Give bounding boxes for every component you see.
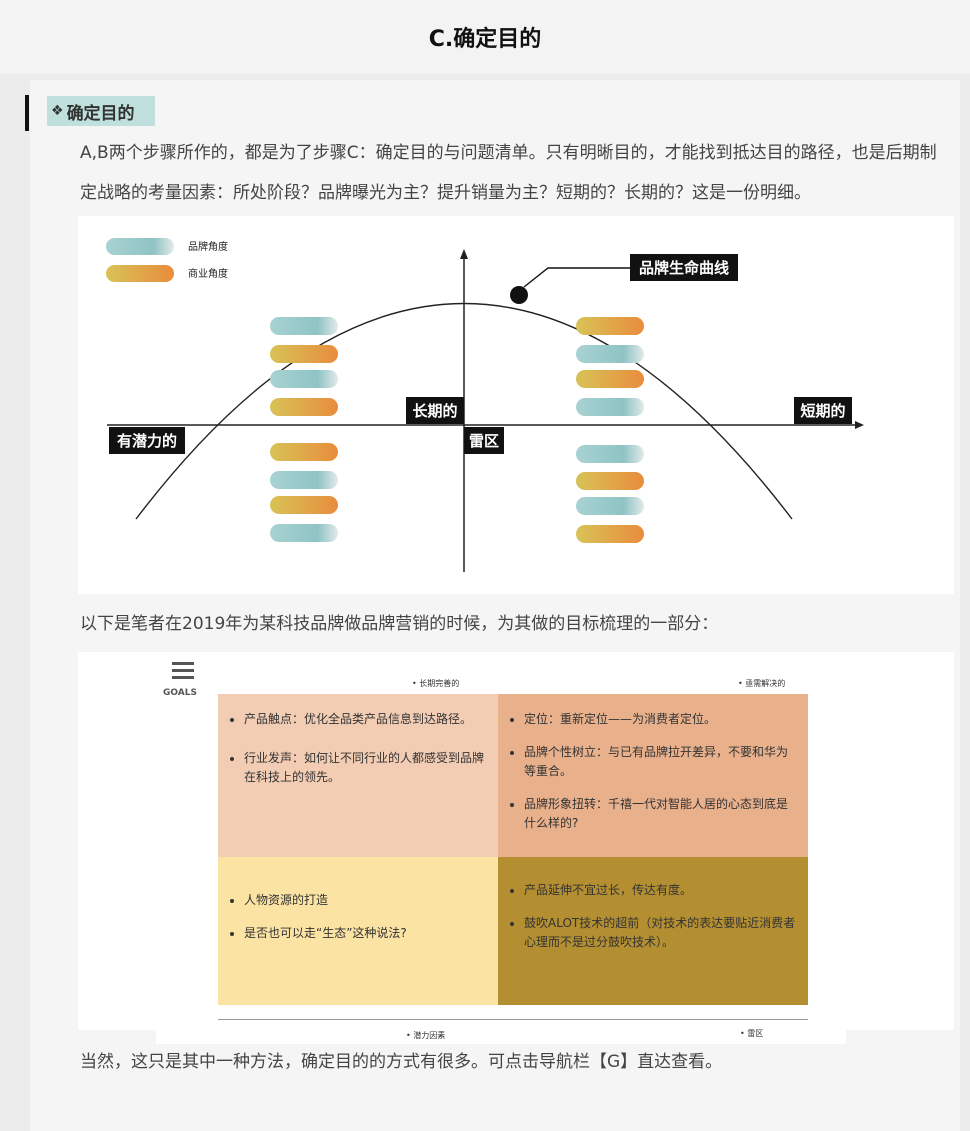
label-right-bg [794, 397, 852, 424]
list-item: 品牌个性树立：与已有品牌拉开差异，不要和华为等重合。 [524, 743, 796, 781]
list-item: 鼓吹ALOT技术的超前（对技术的表达要贴近消费者心理而不是过分鼓吹技术）。 [524, 914, 796, 952]
pill-business [270, 496, 338, 514]
axis-arrow-right [855, 421, 864, 429]
lifecycle-figure: 品牌角度 商业角度 品牌生命曲线 有潜力的 长期的 雷区 短期的 [78, 216, 954, 594]
goals-label: GOALS [163, 688, 197, 698]
list-item: 产品触点：优化全品类产品信息到达路径。 [244, 710, 486, 729]
pill-business [270, 443, 338, 461]
pill-brand [270, 370, 338, 388]
pill-business [270, 345, 338, 363]
page-header: C.确定目的 [0, 0, 970, 74]
legend-brand-swatch [106, 238, 174, 255]
goals-figure: GOALS • 长期完善的 • 亟需解决的 产品触点：优化全品类产品信息到达路径… [78, 652, 954, 1030]
label-left-bg [109, 427, 185, 454]
label-urgent: • 亟需解决的 [738, 679, 786, 688]
quadrant-bottom-right: 产品延伸不宜过长，传达有度。 鼓吹ALOT技术的超前（对技术的表达要贴近消费者心… [498, 857, 808, 1005]
pill-business [270, 398, 338, 416]
pill-brand [270, 524, 338, 542]
pill-brand [576, 398, 644, 416]
curve-label-bg [630, 254, 738, 281]
label-center-top-bg [406, 397, 464, 424]
pill-business [576, 317, 644, 335]
lead-paragraph: 以下是笔者在2019年为某科技品牌做品牌营销的时候，为其做的目标梳理的一部分： [80, 614, 719, 634]
section-accent-bar [25, 95, 29, 131]
label-minefield: 雷区 [469, 432, 499, 450]
pill-brand [576, 445, 644, 463]
outro-paragraph: 当然，这只是其中一种方法，确定目的的方式有很多。可点击导航栏【G】直达查看。 [80, 1052, 723, 1072]
pill-brand [270, 317, 338, 335]
quadrant-top-right: 定位：重新定位——为消费者定位。 品牌个性树立：与已有品牌拉开差异，不要和华为等… [498, 694, 808, 857]
menu-lines-icon [172, 662, 194, 680]
curve-label: 品牌生命曲线 [639, 259, 729, 277]
intro-paragraph: A,B两个步骤所作的，都是为了步骤C：确定目的与问题清单。只有明晰目的，才能找到… [80, 143, 937, 203]
list-item: 行业发声：如何让不同行业的人都感受到品牌在科技上的领先。 [244, 749, 486, 787]
legend-brand-label: 品牌角度 [188, 240, 228, 253]
label-long-term-improve: • 长期完善的 [412, 679, 460, 688]
pill-business [576, 370, 644, 388]
lifecycle-svg: 品牌角度 商业角度 品牌生命曲线 有潜力的 长期的 雷区 短期的 [106, 238, 864, 572]
diamond-dots-icon: ❖ [51, 103, 64, 119]
label-center-bottom-bg [464, 427, 504, 454]
pill-business [576, 472, 644, 490]
label-long-term: 长期的 [412, 402, 457, 420]
label-minefield-small: • 雷区 [740, 1029, 764, 1038]
label-potential-factor: • 潜力因素 [406, 1031, 446, 1040]
list-item: 品牌形象扭转：千禧一代对智能人居的心态到底是什么样的? [524, 795, 796, 833]
baseline-divider [218, 1019, 808, 1020]
pill-brand [270, 471, 338, 489]
pill-brand [576, 497, 644, 515]
label-short-term: 短期的 [800, 402, 845, 420]
quadrant-top-left: 产品触点：优化全品类产品信息到达路径。 行业发声：如何让不同行业的人都感受到品牌… [218, 694, 498, 857]
list-item: 是否也可以走“生态”这种说法? [244, 924, 486, 943]
pill-brand [576, 345, 644, 363]
section-heading: ❖ 确定目的 [47, 96, 155, 126]
quadrant-bottom-left: 人物资源的打造 是否也可以走“生态”这种说法? [218, 857, 498, 1005]
section-heading-text: 确定目的 [66, 103, 135, 124]
list-item: 产品延伸不宜过长，传达有度。 [524, 881, 796, 900]
axis-arrow-up [460, 249, 468, 259]
goals-figure-footer: • 潜力因素 • 雷区 [156, 1029, 846, 1044]
legend-business-swatch [106, 265, 174, 282]
list-item: 人物资源的打造 [244, 891, 486, 910]
page-title: C.确定目的 [428, 27, 542, 52]
list-item: 定位：重新定位——为消费者定位。 [524, 710, 796, 729]
pill-business [576, 525, 644, 543]
curve-marker [510, 286, 528, 304]
legend-business-label: 商业角度 [188, 267, 228, 280]
label-potential: 有潜力的 [117, 432, 177, 450]
lifecycle-curve [135, 303, 793, 520]
curve-callout-line [523, 267, 630, 288]
